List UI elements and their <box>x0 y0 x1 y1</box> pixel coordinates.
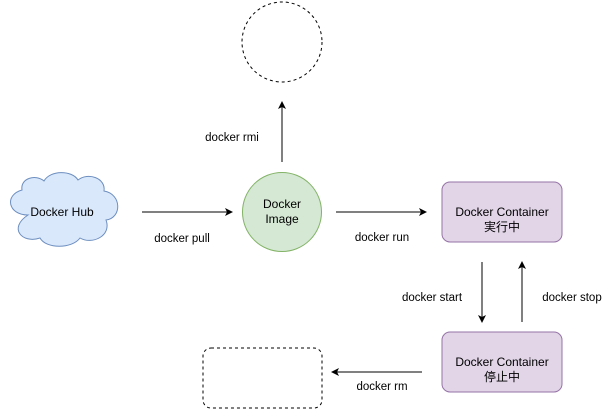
container-running-line2: 実行中 <box>484 219 520 234</box>
pull-label: docker pull <box>154 233 210 245</box>
container-running-line1: Docker Container <box>455 205 548 219</box>
container-running-node[interactable]: Docker Container 実行中 <box>441 181 563 243</box>
cloud-shape <box>10 172 119 247</box>
container-running-box <box>441 181 563 243</box>
stop-label: docker stop <box>542 292 601 304</box>
image-label-line1: Docker <box>263 197 301 211</box>
container-stopped-box <box>441 331 563 393</box>
start-label: docker start <box>402 292 463 304</box>
removed-image-placeholder <box>241 1 323 83</box>
rmi-label: docker rmi <box>205 132 259 144</box>
docker-hub-label: Docker Hub <box>30 205 94 219</box>
docker-hub-node[interactable]: Docker Hub <box>10 172 119 247</box>
container-stopped-line2: 停止中 <box>484 369 520 384</box>
container-stopped-line1: Docker Container <box>455 355 548 369</box>
image-label-line2: Image <box>265 212 299 226</box>
run-label: docker run <box>355 232 409 244</box>
docker-image-node[interactable]: Docker Image <box>242 172 322 252</box>
rm-label: docker rm <box>356 381 407 393</box>
removed-container-placeholder <box>202 347 323 409</box>
image-circle <box>242 172 322 252</box>
container-stopped-node[interactable]: Docker Container 停止中 <box>441 331 563 393</box>
